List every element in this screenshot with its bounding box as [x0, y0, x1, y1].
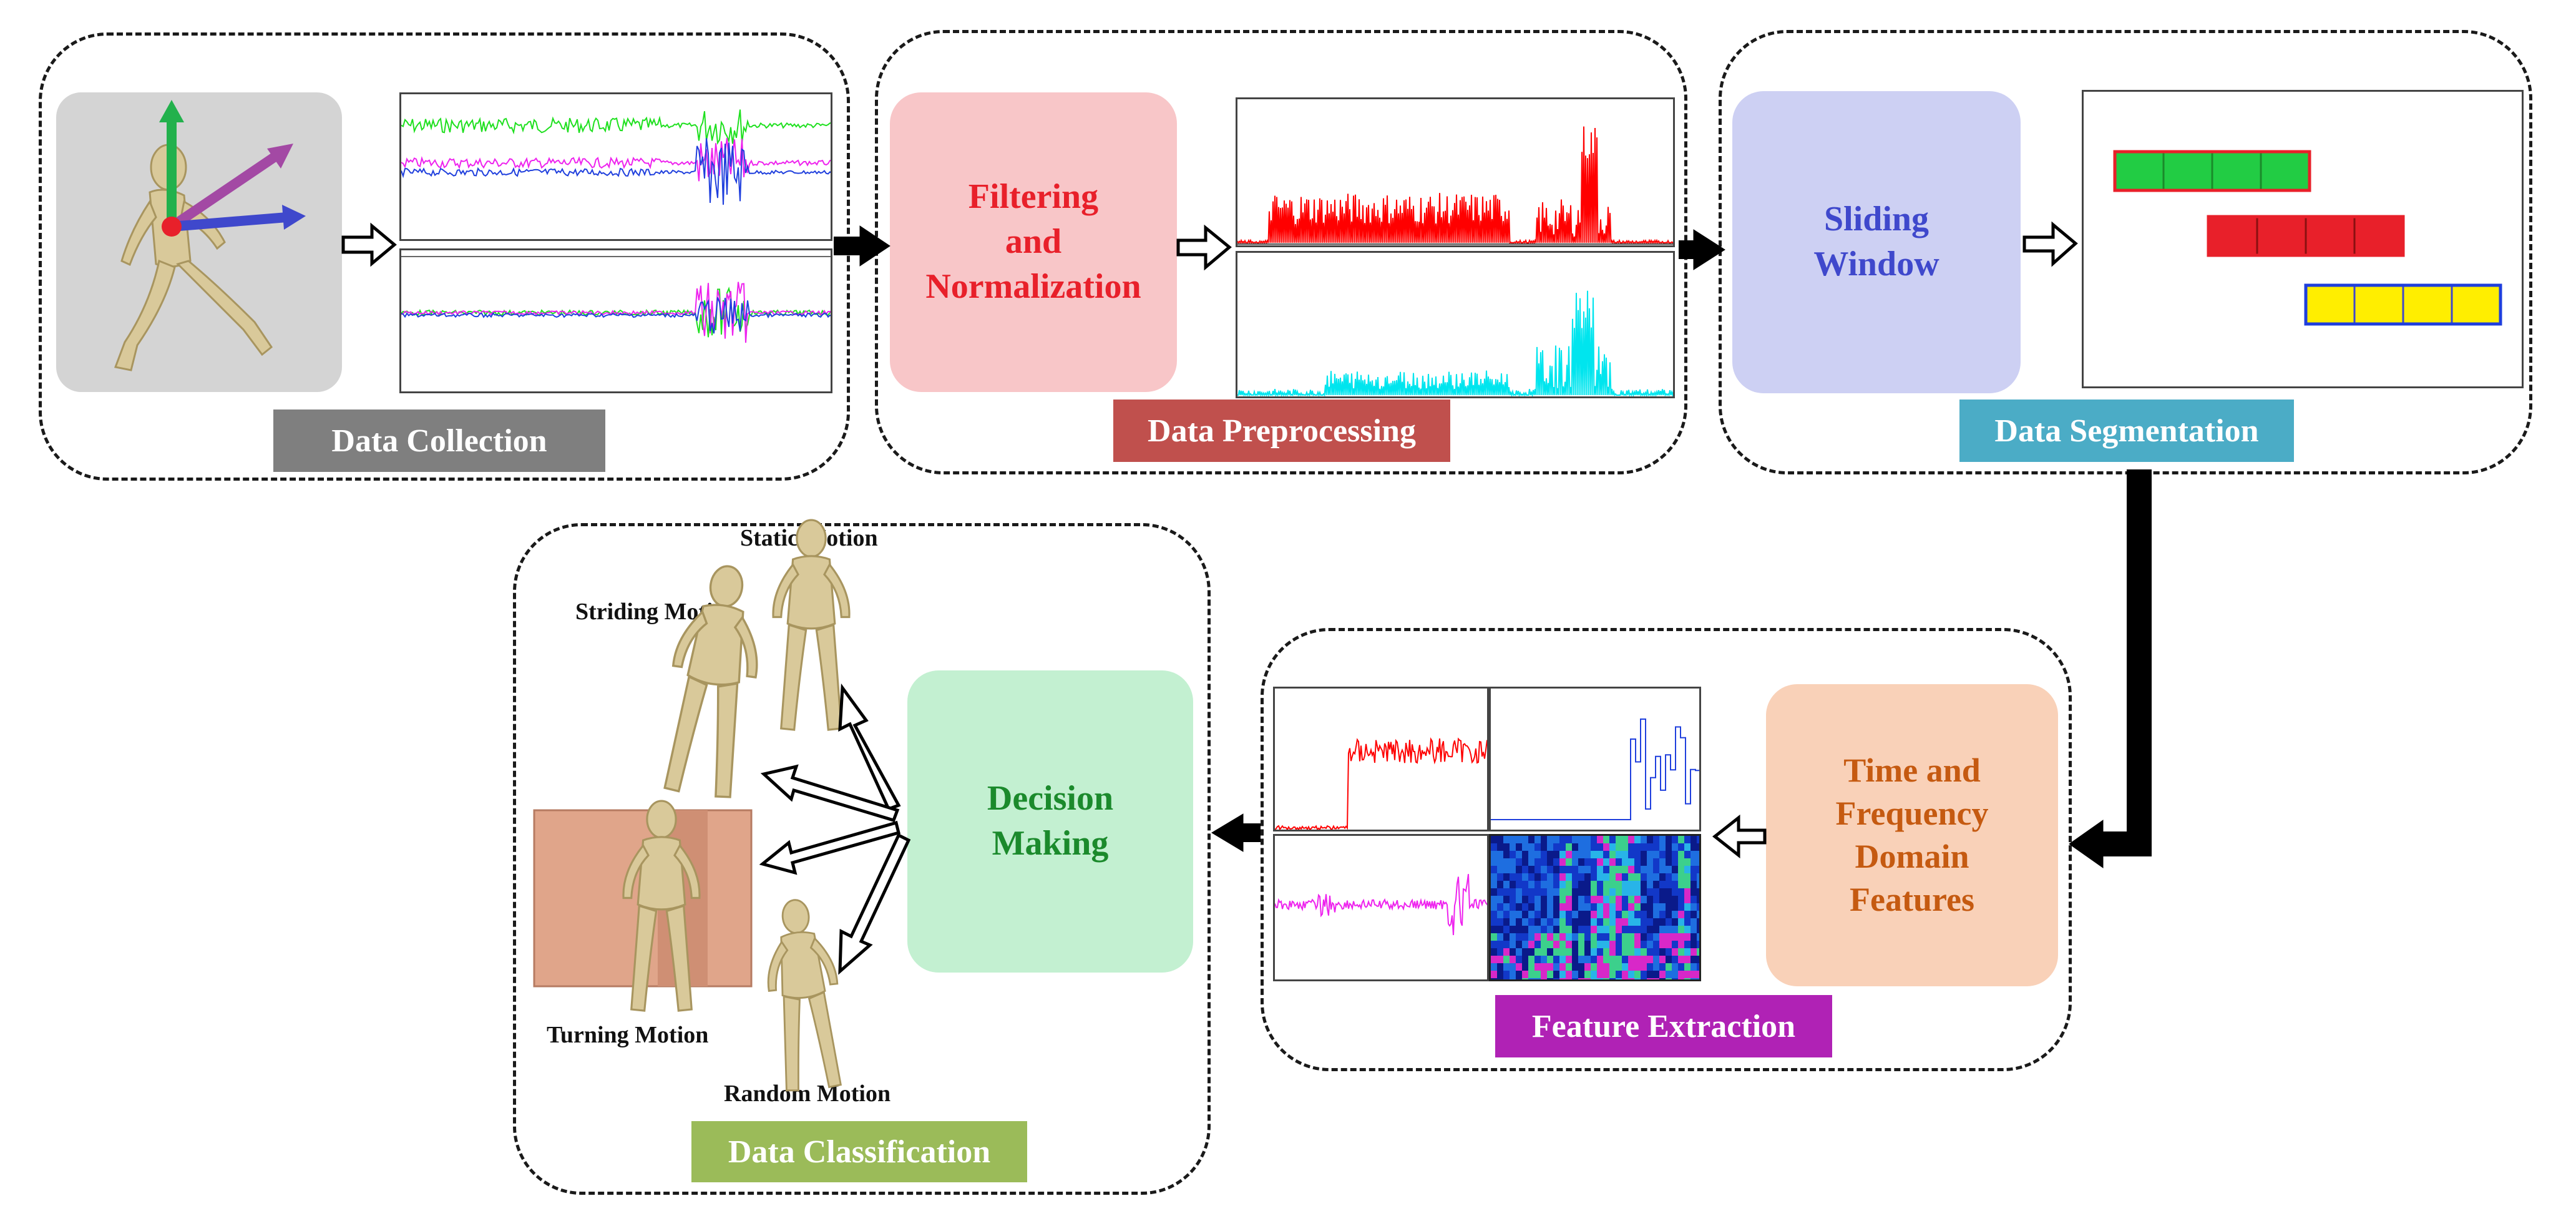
- classification-container: [513, 523, 1211, 1195]
- motion-label-turning: Turning Motion: [547, 1022, 709, 1048]
- random-figure-icon: [758, 895, 849, 1094]
- feature-blue-trace: [1491, 718, 1699, 820]
- raw-signal-lines-top: [401, 109, 831, 205]
- figure-panel: [56, 92, 342, 392]
- stage-label-extraction: Feature Extraction: [1495, 995, 1832, 1057]
- feature-red-trace: [1275, 737, 1487, 830]
- window-row-3: [2304, 283, 2502, 326]
- feature-red-signal: [1275, 737, 1487, 830]
- time-frequency-features-box: Time and Frequency Domain Features: [1766, 684, 2058, 986]
- feature-plot-blue: [1489, 687, 1701, 831]
- feature-blue-signal: [1491, 718, 1699, 820]
- filtered-cyan-trace: [1237, 290, 1673, 396]
- spectrogram: [1491, 836, 1699, 979]
- human-figure-icon: [114, 100, 306, 371]
- static-figure-icon: [772, 519, 851, 731]
- stage-label-classification: Data Classification: [691, 1121, 1027, 1182]
- stage-label-preprocessing: Data Preprocessing: [1113, 400, 1450, 462]
- filtered-cyan-signal: [1237, 290, 1673, 396]
- spectrogram-plot: [1489, 834, 1701, 981]
- motion-label-random: Random Motion: [724, 1081, 891, 1107]
- feature-magenta-signal: [1275, 874, 1487, 936]
- feature-plot-magenta: [1273, 834, 1489, 981]
- striding-figure-icon: [655, 559, 772, 801]
- raw-green-signal: [401, 109, 831, 145]
- window-segments: [2113, 150, 2502, 326]
- raw-magenta-signal: [401, 137, 831, 182]
- sliding-window-box: Sliding Window: [1732, 91, 2021, 393]
- axis-arrows-icon: [159, 100, 306, 237]
- raw-blue-signal-b: [401, 297, 831, 334]
- filtered-red-signal: [1237, 126, 1673, 245]
- extraction-container: [1261, 628, 2072, 1071]
- stage-label-segmentation: Data Segmentation: [1959, 400, 2294, 462]
- window-row-1: [2113, 150, 2311, 192]
- stage-label-collection: Data Collection: [273, 409, 605, 472]
- raw-signal-lines-bottom: [401, 256, 831, 343]
- raw-magenta-signal-b: [401, 282, 831, 343]
- filtering-box: Filtering and Normalization: [890, 92, 1177, 392]
- collection-container: [39, 32, 850, 481]
- solid-arrow-icon: [834, 225, 2152, 868]
- windows-panel: [2082, 90, 2524, 388]
- feature-plot-red: [1273, 687, 1489, 831]
- hollow-arrow-icon: [341, 221, 2078, 975]
- decision-making-box: Decision Making: [907, 670, 1193, 973]
- raw-blue-signal: [401, 138, 831, 205]
- raw-signal-plot-top: [399, 92, 832, 241]
- raw-signal-plot-bottom: [399, 248, 832, 393]
- filtered-red-trace: [1237, 126, 1673, 245]
- window-row-2: [2207, 215, 2405, 257]
- filtered-signal-plot-bottom: [1236, 251, 1675, 398]
- filtered-signal-plot-top: [1236, 97, 1675, 247]
- feature-magenta-trace: [1275, 874, 1487, 936]
